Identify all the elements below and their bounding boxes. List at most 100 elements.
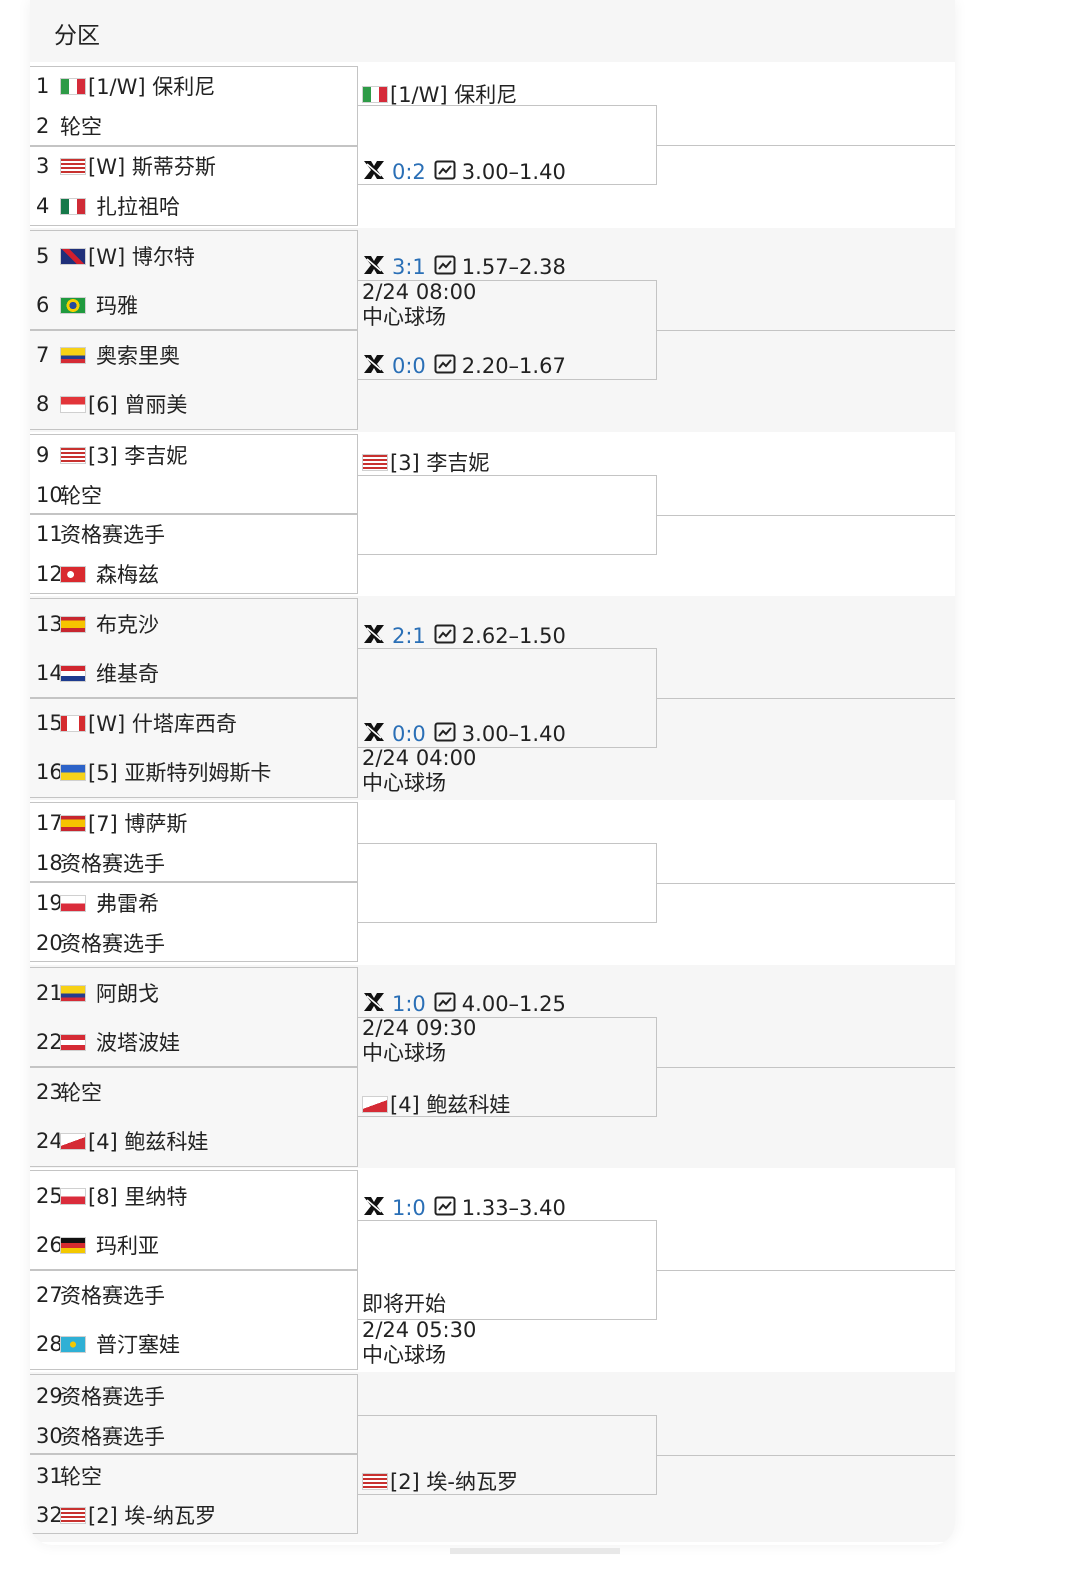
draw-number: 32: [36, 1503, 63, 1527]
head-to-head-score[interactable]: 2:1: [392, 624, 426, 648]
player-row[interactable]: 25 [8] 里纳特: [36, 1178, 187, 1214]
czech-flag-icon: [60, 1132, 86, 1150]
usa-flag-icon: [362, 1472, 388, 1490]
bracket-line: [657, 1455, 955, 1456]
player-name: 轮空: [60, 1081, 102, 1105]
vs-icon: [362, 1195, 386, 1222]
head-to-head-score[interactable]: 1:0: [392, 992, 426, 1016]
player-row[interactable]: 16 [5] 亚斯特列姆斯卡: [36, 754, 271, 790]
draw-number: 1: [36, 74, 50, 98]
schedule-line: 2/24 09:30: [362, 1016, 477, 1040]
schedule-line: 中心球场: [362, 1343, 446, 1367]
kazakhstan-flag-icon: [60, 1335, 86, 1353]
bracket-line: [657, 698, 955, 699]
second-round-connector: [358, 648, 657, 748]
chart-icon: [434, 1196, 456, 1221]
head-to-head-score[interactable]: 0:0: [392, 354, 426, 378]
head-to-head-score[interactable]: 0:0: [392, 722, 426, 746]
advanced-player[interactable]: [4] 鲍兹科娃: [362, 1090, 510, 1118]
draw-number: 20: [36, 931, 63, 955]
player-row[interactable]: 32 [2] 埃-纳瓦罗: [36, 1497, 216, 1533]
second-round-connector: [358, 1415, 657, 1495]
player-row[interactable]: 9[3] 李吉妮: [36, 437, 187, 473]
player-row[interactable]: 17[7] 博萨斯: [36, 805, 187, 841]
bracket-line: [657, 1270, 955, 1271]
mexico-flag-icon: [60, 197, 86, 215]
player-row[interactable]: 8[6] 曾丽美: [36, 386, 187, 422]
advanced-player[interactable]: [2] 埃-纳瓦罗: [362, 1467, 518, 1495]
colombia-flag-icon: [60, 984, 86, 1002]
player-name: [2] 埃-纳瓦罗: [88, 1504, 216, 1528]
match-schedule: 即将开始: [362, 1292, 446, 1317]
schedule-line: 中心球场: [362, 1041, 446, 1065]
player-name: 弗雷希: [96, 892, 159, 916]
player-row[interactable]: 3[W] 斯蒂芬斯: [36, 148, 216, 184]
player-name: [W] 斯蒂芬斯: [88, 155, 216, 179]
first-round-match[interactable]: [30, 1067, 358, 1167]
colombia-flag-icon: [60, 346, 86, 364]
head-to-head-score[interactable]: 3:1: [392, 255, 426, 279]
czech-flag-icon: [362, 1095, 388, 1113]
player-name: [8] 里纳特: [88, 1185, 188, 1209]
draw-number: 8: [36, 392, 50, 416]
match-result[interactable]: 0:2 3.00–1.40: [362, 158, 566, 186]
draw-number: 24: [36, 1129, 63, 1153]
player-row[interactable]: 15[W] 什塔库西奇: [36, 705, 237, 741]
draw-number: 30: [36, 1424, 63, 1448]
betting-odds: 3.00–1.40: [461, 160, 566, 184]
advanced-player[interactable]: [3] 李吉妮: [362, 448, 489, 476]
second-round-connector: [358, 1017, 657, 1117]
draw-number: 25: [36, 1184, 63, 1208]
player-row[interactable]: 24[4] 鲍兹科娃: [36, 1123, 208, 1159]
draw-number: 27: [36, 1283, 63, 1307]
draw-number: 16: [36, 760, 63, 784]
player-name: [4] 鲍兹科娃: [390, 1093, 511, 1117]
draw-number: 28: [36, 1332, 63, 1356]
player-row[interactable]: 5[W] 博尔特: [36, 238, 195, 274]
player-name: [5] 亚斯特列姆斯卡: [88, 761, 272, 785]
first-round-match[interactable]: [30, 1374, 358, 1454]
usa-flag-icon: [362, 453, 388, 471]
player-name: 扎拉祖哈: [96, 195, 180, 219]
first-round-match[interactable]: [30, 1270, 358, 1370]
italy-flag-icon: [60, 77, 86, 95]
player-name: [W] 博尔特: [88, 245, 195, 269]
head-to-head-score[interactable]: 0:2: [392, 160, 426, 184]
head-to-head-score[interactable]: 1:0: [392, 1196, 426, 1220]
match-result[interactable]: 2:1 2.62–1.50: [362, 622, 566, 650]
chart-icon: [434, 354, 456, 379]
advanced-player[interactable]: [1/W] 保利尼: [362, 80, 517, 108]
draw-number: 9: [36, 443, 50, 467]
betting-odds: 2.62–1.50: [461, 624, 566, 648]
canada-flag-icon: [60, 714, 86, 732]
player-row[interactable]: 1[1/W] 保利尼: [36, 68, 215, 104]
